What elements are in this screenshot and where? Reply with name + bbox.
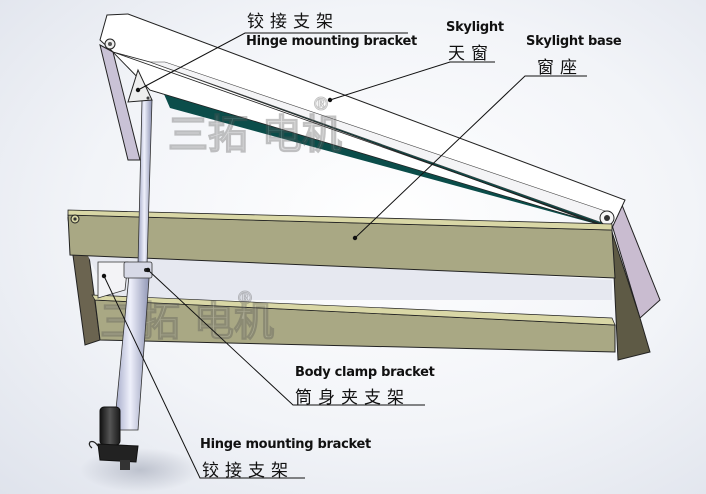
skylight: [99, 13, 661, 319]
watermark-registered-top: ®: [312, 94, 330, 115]
watermark: 三拓 电机 ® 三拓 电机 ®: [100, 94, 343, 346]
leader-hinge-top: [137, 32, 408, 91]
linear-actuator: [88, 68, 153, 470]
label-hinge-bottom-zh: 铰接支架: [202, 461, 294, 481]
label-skylight-base-en: Skylight base: [526, 34, 622, 49]
label-hinge-bottom-en: Hinge mounting bracket: [200, 437, 371, 452]
motor-shadow: [80, 448, 200, 492]
leader-skylight-base: [354, 75, 587, 239]
skylight-base: [67, 209, 651, 361]
watermark-registered-bottom: ®: [236, 288, 254, 309]
leader-lines: [103, 32, 587, 479]
leader-skylight: [329, 61, 495, 101]
leader-body-clamp: [147, 269, 425, 406]
label-body-clamp-en: Body clamp bracket: [295, 365, 435, 380]
body-clamp-bracket: [97, 261, 153, 299]
label-skylight-base-zh: 窗座: [537, 58, 583, 78]
leader-hinge-bottom: [103, 275, 305, 479]
label-skylight-zh: 天窗: [448, 44, 494, 64]
skylight-left-side: [99, 44, 141, 161]
base-right-side: [611, 231, 651, 361]
watermark-text-top: 三拓 电机: [168, 112, 342, 158]
label-skylight-en: Skylight: [446, 20, 504, 35]
label-hinge-top-en: Hinge mounting bracket: [246, 34, 417, 49]
actuator-motor: [88, 406, 139, 470]
label-hinge-top-zh: 铰接支架: [247, 12, 339, 32]
label-body-clamp-zh: 筒身夹支架: [295, 388, 410, 408]
